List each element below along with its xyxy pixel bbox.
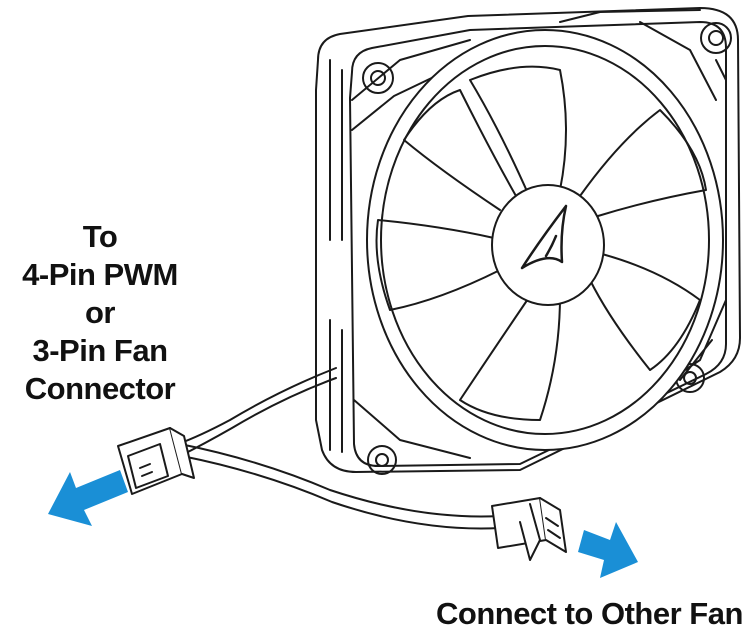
fan-blade [469, 65, 567, 199]
fan-blade [403, 89, 517, 211]
fan-cable [179, 443, 501, 530]
corner-hole-top-left [362, 62, 394, 94]
connector-fan-chain [491, 497, 567, 561]
corner-hole-bottom-left [367, 445, 397, 475]
connector-label-line: 3-Pin Fan [32, 333, 168, 368]
connector-label-line: Connector [24, 371, 176, 406]
connector-3pin-4pin [117, 427, 195, 495]
fan-blade [375, 219, 501, 311]
frame-bracket-top-right [559, 9, 727, 101]
arrow-right-icon [578, 522, 638, 578]
frame-bracket-bottom-left [329, 319, 471, 459]
connector-label-line: 4-Pin PWM [22, 257, 178, 292]
connector-label-line: or [85, 295, 116, 330]
arrow-left-icon [48, 470, 128, 526]
connector-label-line: To [82, 219, 118, 254]
other-fan-label: Connect to Other Fan [436, 596, 743, 631]
fan-ring-inner [380, 45, 710, 435]
frame-bracket-top-left [329, 39, 471, 241]
fan-blade [459, 295, 561, 421]
fan-cable [177, 367, 337, 457]
fan-blade [579, 109, 707, 217]
connector-label: To 4-Pin PWM or 3-Pin Fan Connector [0, 218, 200, 408]
fan-blade [589, 253, 701, 371]
shark-fin-logo [520, 204, 568, 270]
corner-hole-top-right [700, 22, 732, 54]
